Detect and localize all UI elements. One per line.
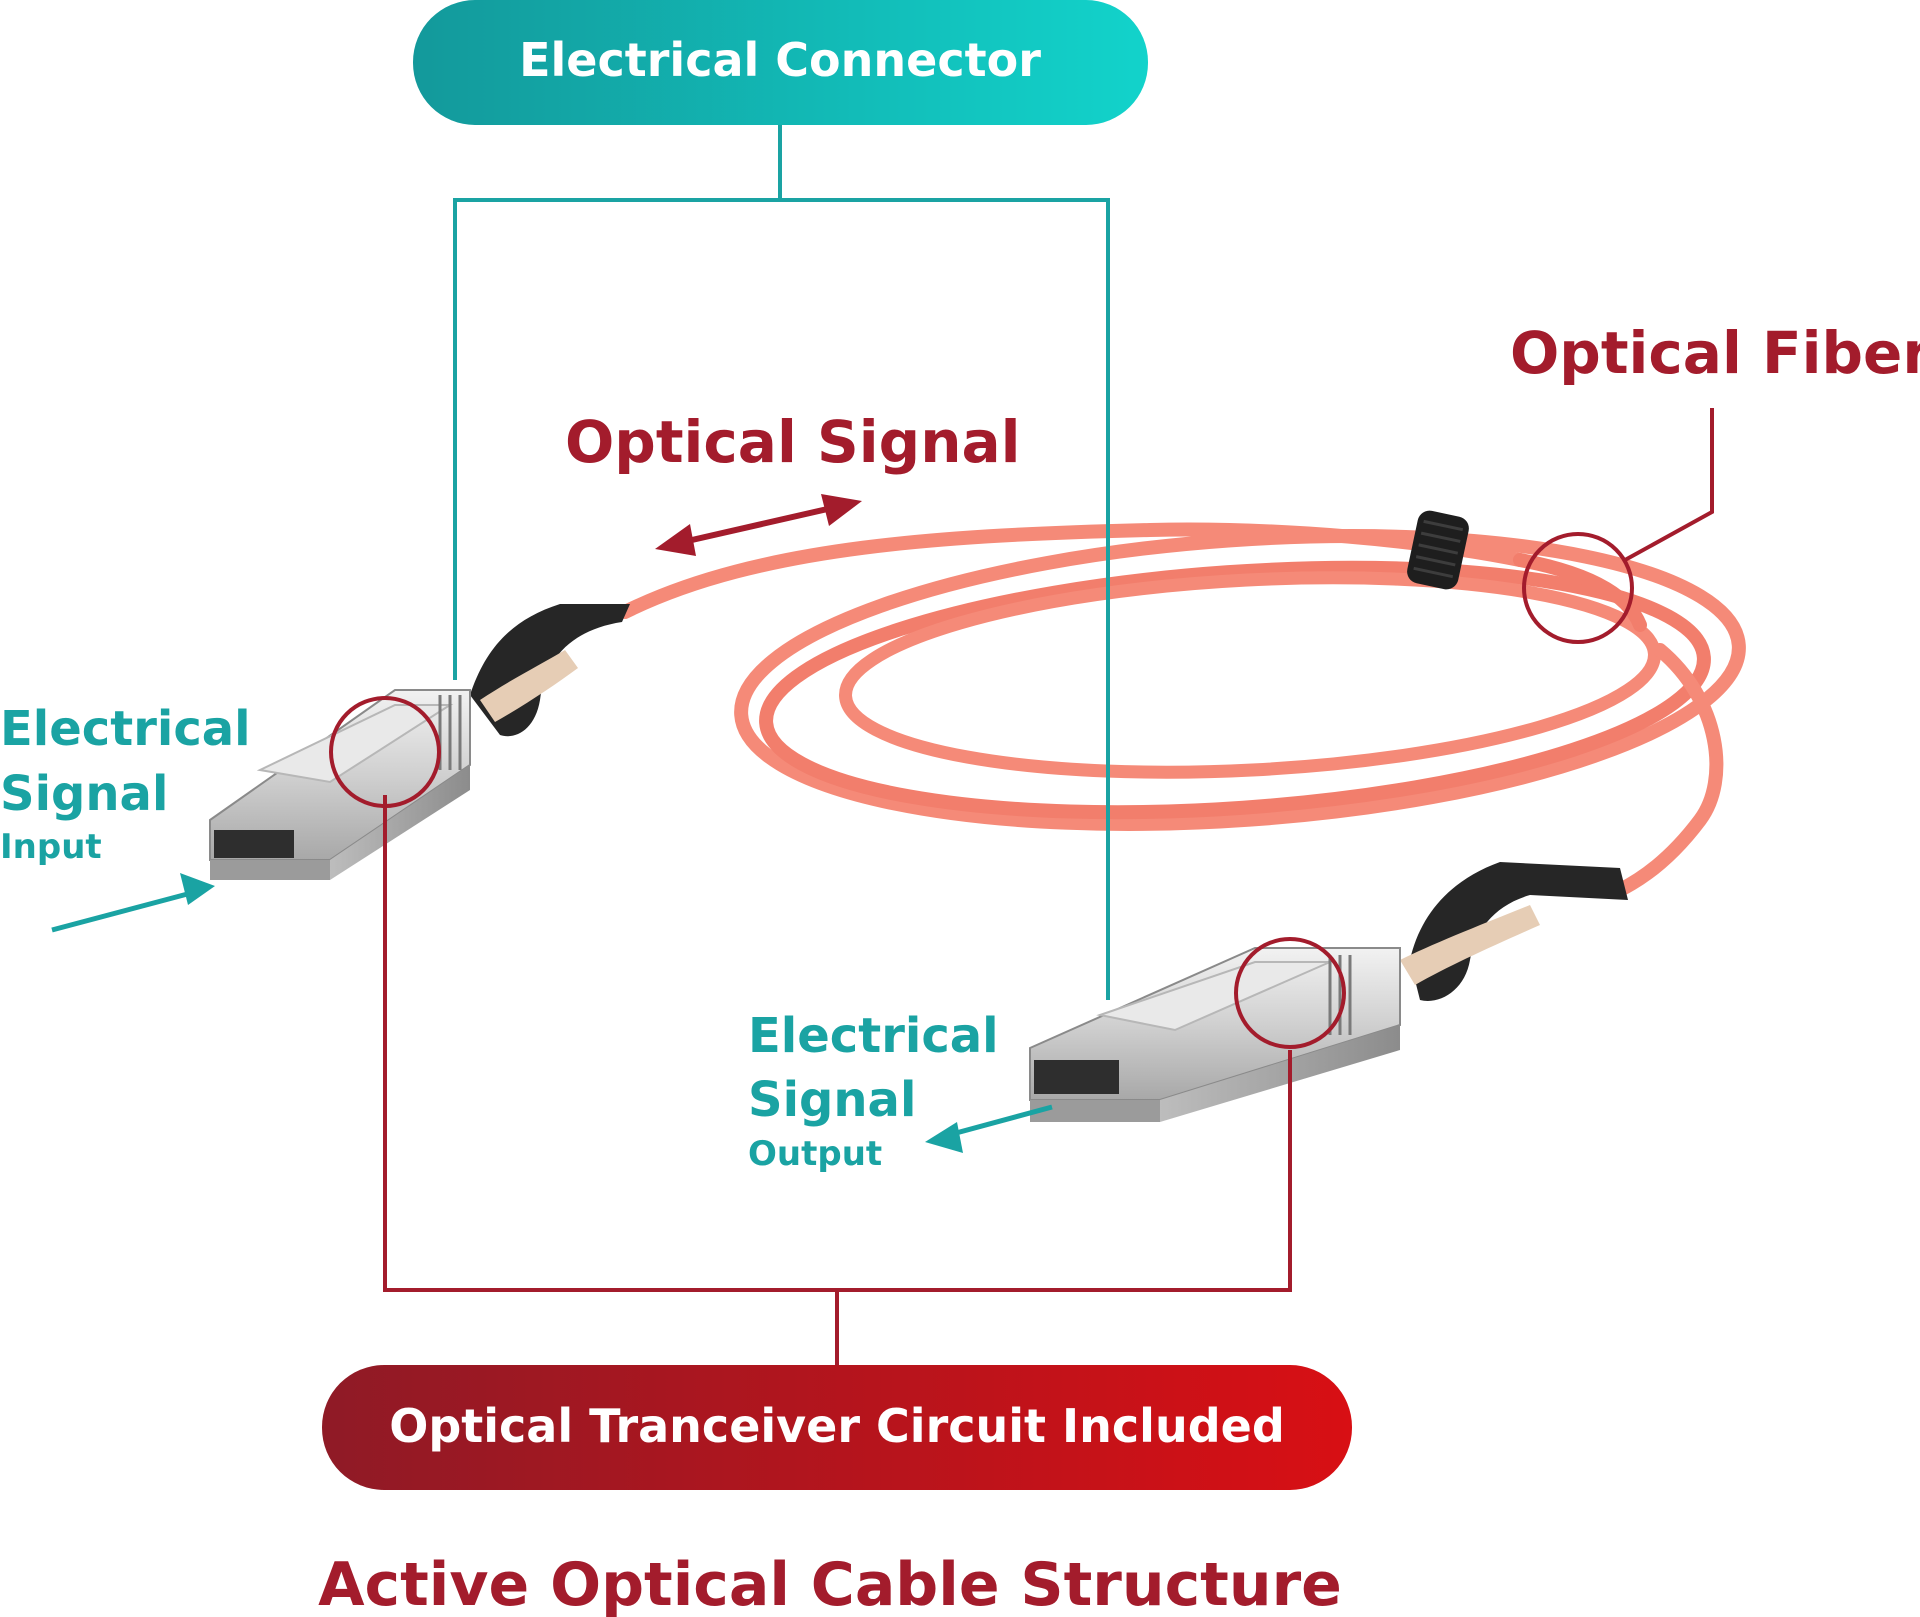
input-label-line3: Input xyxy=(0,827,102,867)
right-sfp-connector xyxy=(1029,862,1628,1122)
output-label-line3: Output xyxy=(748,1134,882,1174)
optical-cable xyxy=(618,522,1746,897)
signal-output-arrow xyxy=(925,1104,1053,1153)
cable-clip xyxy=(1407,510,1469,590)
input-label-line2: Signal xyxy=(0,766,168,822)
transceiver-circuit-bracket xyxy=(383,795,1292,1365)
left-sfp-connector xyxy=(209,604,630,880)
signal-input-arrow xyxy=(51,873,215,933)
transceiver-circuit-pill: Optical Tranceiver Circuit Included xyxy=(322,1365,1352,1490)
diagram-title: Active Optical Cable Structure xyxy=(318,1550,1342,1617)
right-circuit-highlight xyxy=(1234,937,1346,1049)
optical-fiber-highlight xyxy=(1522,532,1634,644)
electrical-connector-label: Electrical Connector xyxy=(519,33,1041,87)
left-circuit-highlight xyxy=(329,696,441,808)
output-label-line1: Electrical xyxy=(748,1008,999,1064)
optical-fiber-label: Optical Fiber xyxy=(1510,319,1920,387)
electrical-connector-bracket xyxy=(453,120,1110,1000)
output-label-line2: Signal xyxy=(748,1072,916,1128)
transceiver-circuit-label: Optical Tranceiver Circuit Included xyxy=(389,1399,1285,1453)
optical-signal-label: Optical Signal xyxy=(565,408,1021,476)
input-label-line1: Electrical xyxy=(0,701,251,757)
optical-fiber-leader xyxy=(1624,408,1714,562)
electrical-connector-pill: Electrical Connector xyxy=(413,0,1148,125)
optical-signal-arrow xyxy=(655,494,862,556)
